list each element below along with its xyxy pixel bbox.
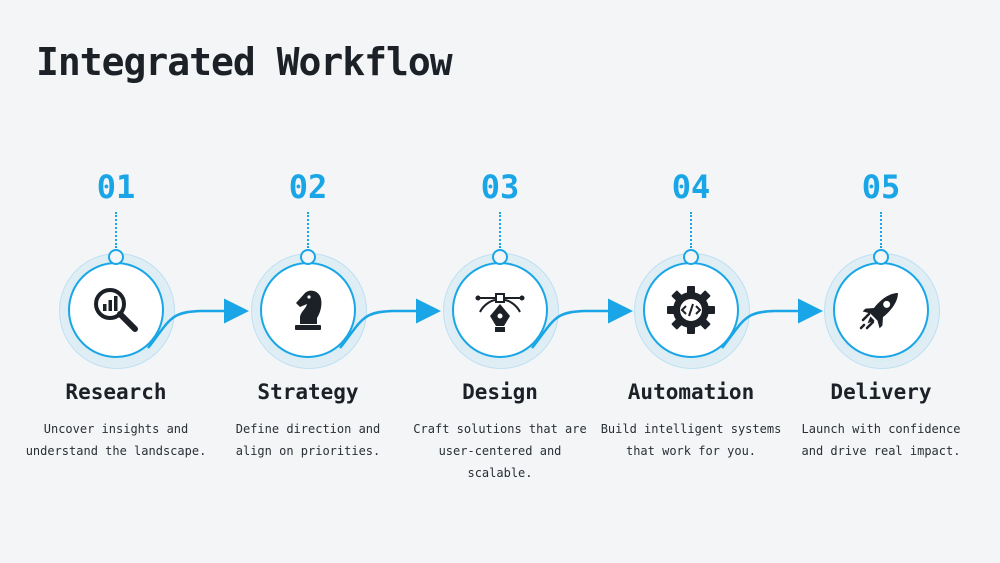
step-number: 04 [671, 168, 711, 206]
connector-node [873, 249, 889, 265]
connector-node [683, 249, 699, 265]
icon-circle [260, 262, 356, 358]
step-description-line: that work for you. [625, 444, 757, 458]
icon-circle [452, 262, 548, 358]
step-description-line: align on priorities. [235, 444, 381, 458]
dotted-connector [499, 212, 501, 248]
page-title: Integrated Workflow [36, 40, 453, 84]
gear-code-icon [667, 286, 715, 334]
step-description: Build intelligent systems that work for … [596, 418, 786, 462]
icon-circle [833, 262, 929, 358]
step-design: 03 Design Craft solutions that are user-… [405, 0, 595, 563]
step-description-line: Build intelligent systems [600, 422, 782, 436]
step-number: 01 [96, 168, 136, 206]
dotted-connector [307, 212, 309, 248]
connector-node [300, 249, 316, 265]
step-description-line: Uncover insights and [43, 422, 189, 436]
step-description: Craft solutions that are user-centered a… [405, 418, 595, 484]
icon-circle [643, 262, 739, 358]
step-delivery: 05 Delivery Launch with confidence and d… [786, 0, 976, 563]
step-title: Delivery [830, 380, 932, 404]
step-description: Uncover insights and understand the land… [21, 418, 211, 462]
connector-node [108, 249, 124, 265]
step-description-line: and drive real impact. [801, 444, 961, 458]
step-title: Strategy [257, 380, 359, 404]
rocket-icon [859, 293, 898, 330]
dotted-connector [880, 212, 882, 248]
dotted-connector [115, 212, 117, 248]
step-title: Design [462, 380, 538, 404]
step-number: 03 [480, 168, 520, 206]
chess-knight-icon [295, 290, 322, 330]
step-title: Research [65, 380, 167, 404]
dotted-connector [690, 212, 692, 248]
connector-node [492, 249, 508, 265]
step-title: Automation [627, 380, 755, 404]
step-description-line: Craft solutions that are [413, 422, 587, 436]
step-number: 05 [861, 168, 901, 206]
step-description-line: user-centered and scalable. [438, 444, 562, 480]
step-description: Define direction and align on priorities… [213, 418, 403, 462]
pen-tool-icon [475, 293, 525, 332]
step-strategy: 02 Strategy Define direction and align o… [213, 0, 403, 563]
step-description-line: Launch with confidence [801, 422, 961, 436]
step-description-line: understand the landscape. [25, 444, 207, 458]
icon-circle [68, 262, 164, 358]
step-description-line: Define direction and [235, 422, 381, 436]
step-research: 01 Research Uncover insights and underst… [21, 0, 211, 563]
magnifier-chart-icon [94, 288, 138, 332]
step-description: Launch with confidence and drive real im… [786, 418, 976, 462]
step-number: 02 [288, 168, 328, 206]
step-automation: 04 Automation Build intelligent systems [596, 0, 786, 563]
